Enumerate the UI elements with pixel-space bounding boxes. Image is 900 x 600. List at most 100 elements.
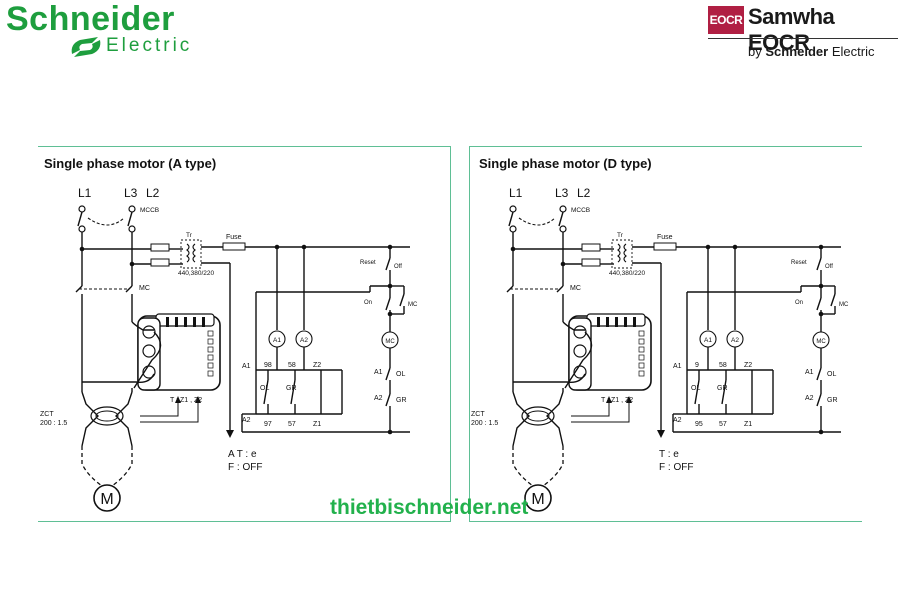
transformer-label: Tr <box>186 232 193 239</box>
gr-contact-label: GR <box>717 385 728 392</box>
contact-blade <box>399 293 405 307</box>
eocr-ct-hole <box>142 325 156 339</box>
arrow-head <box>606 396 612 403</box>
zct-core <box>90 406 124 426</box>
contact-blade <box>385 297 391 311</box>
transformer-winding <box>186 243 190 263</box>
eocr-vent <box>166 317 169 327</box>
contact-blade <box>385 257 391 271</box>
zct-signal-wire <box>571 400 610 417</box>
a1-label: A1 <box>242 363 251 370</box>
control-fuse <box>150 243 170 252</box>
mc-label: MC <box>570 285 581 292</box>
a2-aux-label: A2 <box>374 395 383 402</box>
motor-label: M <box>100 491 113 508</box>
terminal-z2-label: Z2 <box>744 362 752 369</box>
wire <box>115 391 133 447</box>
terminal <box>509 225 517 233</box>
contact-blade <box>694 379 700 405</box>
on-label: On <box>795 300 803 306</box>
a2-coil-label: A2 <box>300 337 308 344</box>
transformer-box <box>611 239 633 269</box>
contact-blade <box>263 379 269 405</box>
mccb-link <box>87 217 125 226</box>
watermark: thietbischneider.net <box>330 496 529 519</box>
arrow-head <box>226 430 234 438</box>
motor-symbol <box>93 484 121 512</box>
line-l3-label: L3 <box>124 186 138 200</box>
zct-label: ZCT <box>471 411 485 418</box>
wire <box>546 391 564 447</box>
wire <box>131 321 154 331</box>
mc-coil-label: MC <box>816 339 826 345</box>
junction-dot <box>387 244 393 250</box>
eocr-led <box>207 346 214 353</box>
junction-dot <box>705 244 711 250</box>
eocr-ct-hole <box>142 344 156 358</box>
junction-dot <box>129 261 135 267</box>
a2-coil-label: A2 <box>731 337 739 344</box>
contact-blade <box>290 379 296 405</box>
terminal-97-label: 95 <box>695 421 703 428</box>
contact-blade <box>816 257 822 271</box>
control-fuse <box>150 258 170 267</box>
schneider-logo-sub: Electric <box>106 35 193 56</box>
wire <box>512 391 530 447</box>
line-l2-label: L2 <box>146 186 160 200</box>
transformer-voltage-label: 440,380/220 <box>178 270 215 277</box>
contact-blade <box>385 367 391 381</box>
on-label: On <box>364 300 372 306</box>
zct-signal-wire <box>140 400 179 417</box>
terminal-98-label: 9 <box>695 362 699 369</box>
contact-blade <box>385 393 391 407</box>
samwha-byline: by Schneider Electric <box>748 44 875 59</box>
mccb-link <box>518 217 556 226</box>
ol-contact-label: OL <box>691 385 700 392</box>
eocr-vent <box>633 317 636 327</box>
zct-ratio-label: 200 : 1.5 <box>40 420 67 427</box>
arrow-head <box>657 430 665 438</box>
wire <box>513 373 586 384</box>
mccb-label: MCCB <box>571 207 590 214</box>
eocr-led <box>207 338 214 345</box>
terminals-label: T : Z1 , Z2 <box>601 397 633 404</box>
line-l2-label: L2 <box>577 186 591 200</box>
terminal <box>559 205 567 213</box>
terminal <box>128 225 136 233</box>
terminal <box>509 205 517 213</box>
transformer-label: Tr <box>617 232 624 239</box>
samwha-logo: EOCR Samwha EOCR by Schneider Electric <box>708 4 898 64</box>
terminal <box>559 225 567 233</box>
junction-dot <box>818 311 824 317</box>
terminal-58-label: 58 <box>719 362 727 369</box>
eocr-led <box>207 362 214 369</box>
arrow-head <box>195 396 201 403</box>
transformer-winding <box>192 243 196 263</box>
terminal-97-label: 97 <box>264 421 272 428</box>
eocr-vent <box>175 317 178 327</box>
gr-aux-label: GR <box>396 397 407 404</box>
eocr-led <box>207 330 214 337</box>
a1-coil-label: A1 <box>704 337 712 344</box>
arrow-head <box>175 396 181 403</box>
eocr-vent <box>624 317 627 327</box>
wire <box>558 211 564 227</box>
eocr-led <box>207 370 214 377</box>
junction-dot <box>818 244 824 250</box>
terminal-57-label: 57 <box>719 421 727 428</box>
ol-aux-label: OL <box>396 371 405 378</box>
motor-lead <box>542 446 564 487</box>
gr-contact-label: GR <box>286 385 297 392</box>
mc-label: MC <box>139 285 150 292</box>
eocr-led <box>638 330 645 337</box>
contact-blade <box>830 293 836 307</box>
a2-aux-label: A2 <box>805 395 814 402</box>
wire <box>127 211 133 227</box>
line-l3-label: L3 <box>555 186 569 200</box>
ol-aux-label: OL <box>827 371 836 378</box>
note-line-1: A T : e <box>228 449 257 460</box>
